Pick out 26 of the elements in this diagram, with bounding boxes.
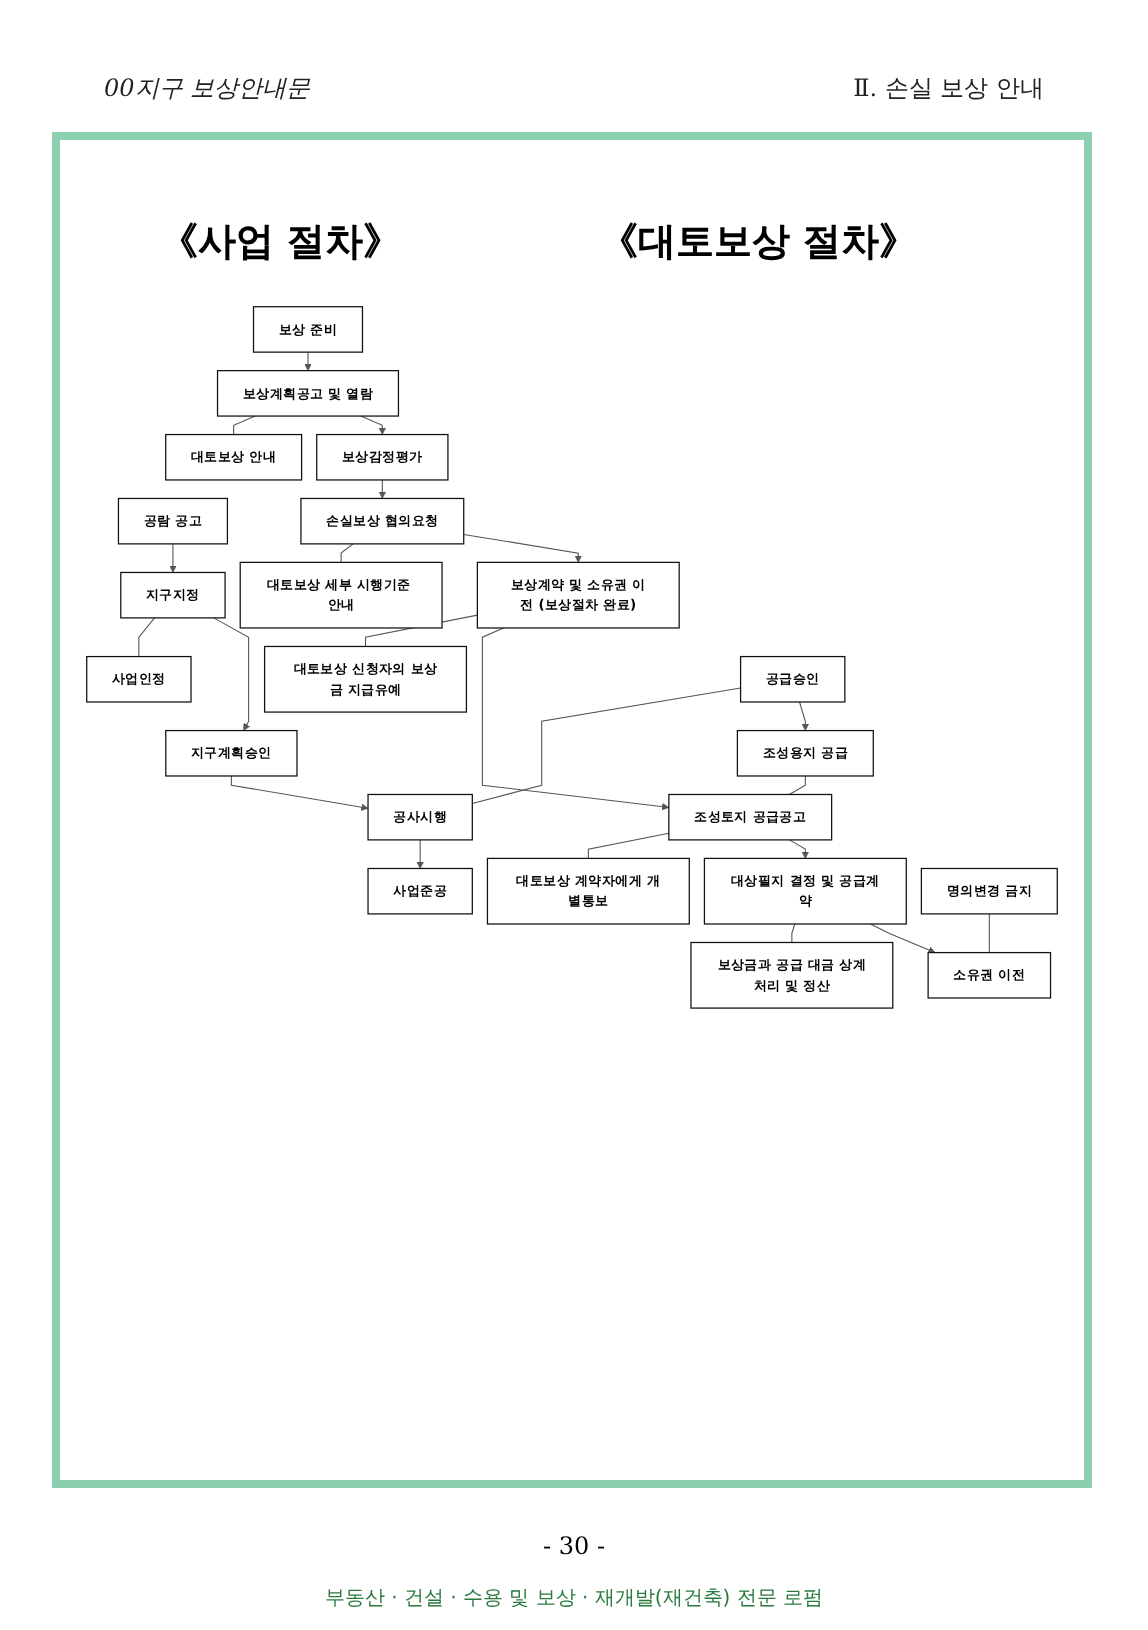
connector: [471, 687, 742, 805]
arrow: [416, 839, 424, 869]
page-number: - 30 -: [543, 1532, 605, 1560]
arrow: [799, 701, 810, 731]
connector: [587, 832, 670, 859]
arrow: [360, 415, 387, 435]
connector: [138, 617, 156, 658]
arrow: [169, 543, 177, 573]
footer-text: 부동산 · 건설 · 수용 및 보상 · 재개발(재건축) 전문 로펌: [324, 1586, 824, 1612]
section-title: Ⅱ. 손실 보상 안내: [853, 72, 1044, 106]
arrow: [463, 533, 582, 563]
arrow: [213, 617, 251, 731]
arrow: [788, 839, 810, 859]
connector: [788, 775, 806, 796]
arrow: [481, 627, 670, 811]
connector: [340, 543, 354, 563]
arrow: [230, 775, 369, 811]
header-text: 00지구 보상안내문: [104, 72, 311, 106]
arrow: [304, 351, 312, 371]
column-heading: 《대토보상 절차》: [600, 218, 918, 268]
connector: [791, 923, 796, 944]
connector: [988, 913, 990, 954]
connector: [233, 415, 256, 436]
column-heading: 《사업 절차》: [160, 218, 402, 268]
arrow: [378, 479, 387, 499]
arrow: [870, 923, 936, 954]
